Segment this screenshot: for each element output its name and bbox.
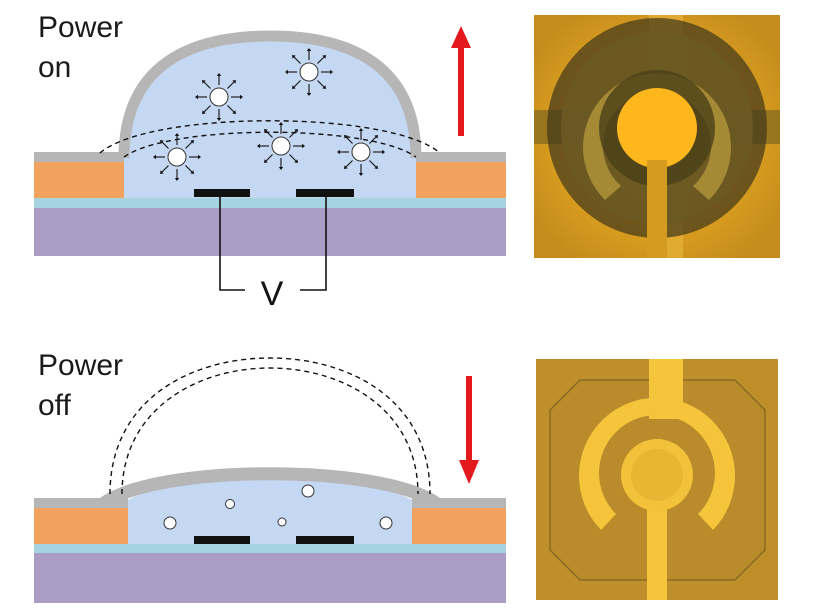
bubble-icon: [225, 499, 235, 509]
power-on-cross-section: V: [34, 26, 506, 313]
inflated-membrane: [118, 30, 422, 159]
dashed-outline-outer: [99, 120, 441, 154]
left-side-block: [34, 162, 132, 198]
bubble-icon: [301, 484, 315, 498]
electrode-left: [194, 189, 250, 197]
dashed-outline-inner: [123, 131, 417, 158]
bubble-icon: [277, 517, 287, 527]
bubble-icon: [337, 128, 385, 176]
liquid-chamber: [128, 477, 412, 544]
substrate: [34, 208, 506, 256]
voltage-wire: [219, 197, 327, 291]
bubble-icon: [195, 73, 243, 121]
down-arrow-icon: [459, 376, 479, 484]
left-membrane-strip: [34, 152, 124, 162]
electrode-left: [194, 536, 250, 544]
right-membrane-strip: [412, 498, 506, 508]
electrode-right: [296, 189, 354, 197]
power-off-label: Power off: [38, 349, 124, 422]
left-side-block: [34, 508, 132, 544]
power-off-cross-section: [34, 357, 506, 603]
dashed-outline-inner: [121, 367, 419, 495]
up-arrow-icon: [451, 26, 471, 136]
right-membrane-strip: [416, 152, 506, 162]
micrograph-power-on: [534, 15, 780, 258]
bubble-icon: [163, 516, 177, 530]
left-membrane-strip: [34, 498, 128, 508]
electrode-layer: [34, 198, 506, 208]
right-side-block: [410, 508, 506, 544]
power-on-label: Power on: [38, 11, 124, 84]
electrode-layer: [34, 544, 506, 553]
bubble-icon: [153, 133, 201, 181]
voltage-label: V: [261, 275, 284, 313]
relaxed-membrane: [100, 467, 440, 509]
right-side-block: [410, 162, 506, 198]
micrograph-power-off: [536, 359, 778, 600]
bubble-icon: [379, 516, 393, 530]
substrate: [34, 553, 506, 603]
dashed-outline-outer: [109, 357, 431, 495]
bubble-icon: [257, 122, 305, 170]
electrode-right: [296, 536, 354, 544]
bubble-icon: [285, 48, 333, 96]
